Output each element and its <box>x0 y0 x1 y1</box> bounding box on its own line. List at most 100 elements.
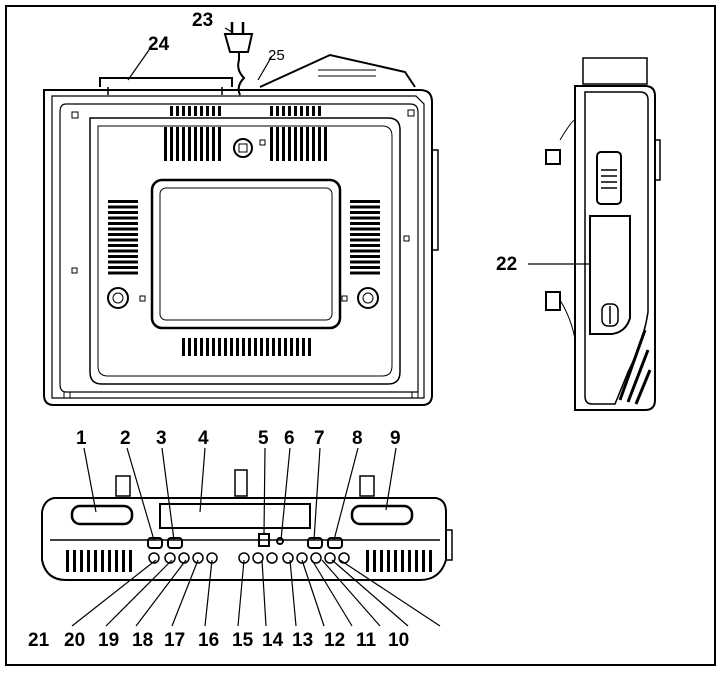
callout-25: 25 <box>268 47 285 64</box>
vent-slot <box>108 205 138 209</box>
vent-grilles <box>108 106 380 356</box>
vent-slot <box>266 338 269 356</box>
vent-slot <box>282 127 285 161</box>
callout-12: 12 <box>324 630 345 651</box>
vent-slot <box>318 106 321 116</box>
vent-slot <box>236 338 239 356</box>
vent-slot <box>272 338 275 356</box>
front-vent-slot <box>387 550 390 572</box>
callout-17: 17 <box>164 630 185 651</box>
vent-slot <box>350 222 380 225</box>
vent-slot <box>306 106 309 116</box>
vent-slot <box>108 255 138 258</box>
vent-slot <box>284 338 287 356</box>
vent-slot <box>108 271 138 275</box>
vent-slot <box>182 127 185 161</box>
front-vents <box>66 550 432 572</box>
vent-slot <box>200 127 203 161</box>
callout-19: 19 <box>98 630 119 651</box>
vent-slot <box>108 260 138 264</box>
front-vent-slot <box>66 550 69 572</box>
vent-slot <box>188 338 191 356</box>
callout-16: 16 <box>198 630 219 651</box>
callout-6: 6 <box>284 428 295 449</box>
vent-slot <box>108 200 138 203</box>
leader-lines <box>71 27 590 627</box>
front-vent-slot <box>408 550 411 572</box>
center-panel <box>150 178 342 330</box>
vent-slot <box>108 244 138 247</box>
top-body-outline <box>43 89 433 406</box>
vent-slot <box>206 106 209 116</box>
vent-slot <box>108 238 138 242</box>
front-vent-slot <box>415 550 418 572</box>
callout-9: 9 <box>390 428 401 449</box>
callout-2: 2 <box>120 428 131 449</box>
front-vent-slot <box>101 550 104 572</box>
vent-slot <box>242 338 245 356</box>
front-right-speaker-slot <box>350 504 414 526</box>
front-vent-slot <box>108 550 111 572</box>
callout-15: 15 <box>232 630 254 651</box>
vent-slot <box>182 106 185 116</box>
button-3 <box>167 537 183 549</box>
callout-23: 23 <box>192 10 213 31</box>
front-control-button <box>192 552 204 564</box>
vent-slot <box>350 216 380 220</box>
button-7 <box>307 537 323 549</box>
vent-slot <box>194 127 197 161</box>
vent-slot <box>300 106 303 116</box>
vent-slot <box>302 338 305 356</box>
vent-slot <box>276 127 279 161</box>
vent-slot <box>350 227 380 231</box>
vent-slot <box>212 338 215 356</box>
vent-slot <box>218 106 221 116</box>
vent-slot <box>188 127 191 161</box>
vent-slot <box>296 338 299 356</box>
vent-slot <box>108 227 138 231</box>
vent-slot <box>176 127 179 161</box>
top-center-knob <box>233 138 253 158</box>
vent-slot <box>218 127 221 161</box>
callout-3: 3 <box>156 428 167 449</box>
vent-slot <box>194 106 197 116</box>
vent-slot <box>350 244 380 247</box>
vent-slot <box>108 249 138 253</box>
vent-slot <box>270 106 273 116</box>
front-vent-slot <box>115 550 118 572</box>
front-control-button <box>148 552 160 564</box>
front-view <box>41 469 453 581</box>
vent-slot <box>170 127 173 161</box>
vent-slot <box>282 106 285 116</box>
vent-slot <box>350 266 380 269</box>
front-body-outline <box>41 497 447 581</box>
vent-slot <box>288 106 291 116</box>
vent-slot <box>308 338 311 356</box>
vent-slot <box>350 211 380 214</box>
vent-slot <box>312 127 315 161</box>
front-vent-slot <box>87 550 90 572</box>
vent-slot <box>108 233 138 236</box>
front-vent-slot <box>373 550 376 572</box>
callout-1: 1 <box>76 428 87 449</box>
vent-slot <box>206 127 209 161</box>
callout-labels: 24 23 25 22 1 2 3 4 5 6 7 8 9 21 20 19 1… <box>28 10 517 651</box>
vent-slot <box>200 106 203 116</box>
rear-right-bump <box>259 53 416 88</box>
front-vent-slot <box>429 550 432 572</box>
vent-slot <box>108 216 138 220</box>
vent-slot <box>350 271 380 275</box>
vent-slot <box>318 127 321 161</box>
side-view <box>545 57 661 411</box>
vent-slot <box>176 106 179 116</box>
vent-slot <box>276 106 279 116</box>
callout-8: 8 <box>352 428 363 449</box>
rear-mount-tab <box>99 77 233 87</box>
callout-14: 14 <box>262 630 284 651</box>
vent-slot <box>312 106 315 116</box>
left-foot-screw <box>107 287 129 309</box>
outer-border <box>5 5 716 666</box>
indicator-6 <box>276 537 284 545</box>
right-foot-screw <box>357 287 379 309</box>
callout-4: 4 <box>198 428 209 449</box>
